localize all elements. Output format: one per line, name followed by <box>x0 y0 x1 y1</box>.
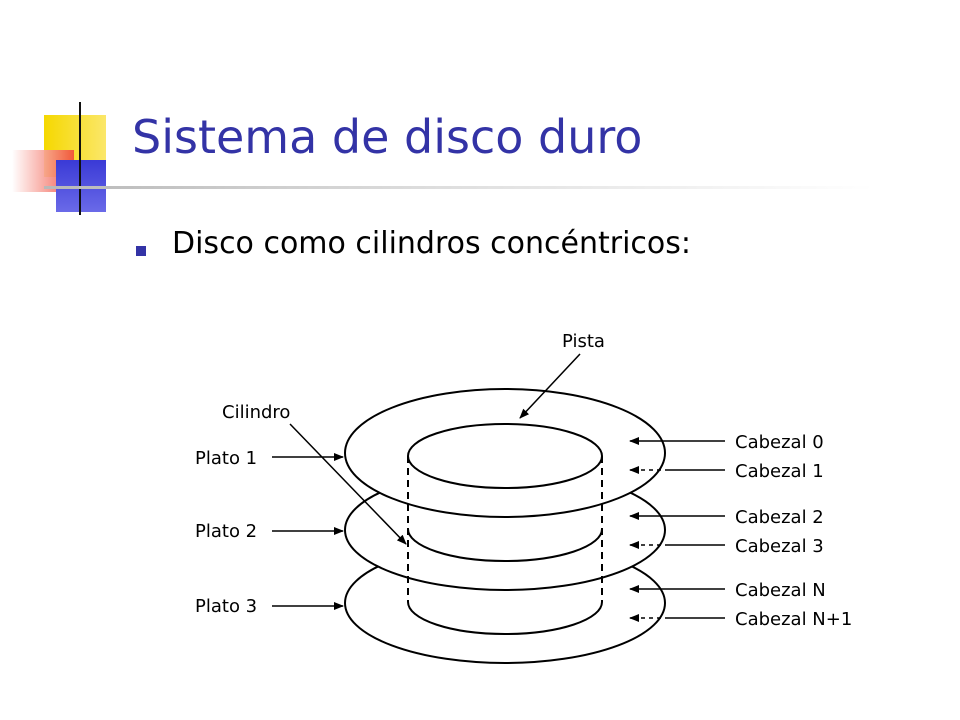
head-1-label: Cabezal 1 <box>735 461 824 482</box>
bullet-marker <box>136 246 146 256</box>
bullet-text: Disco como cilindros concéntricos: <box>172 226 692 261</box>
cilindro-label: Cilindro <box>222 402 290 423</box>
head-n-label: Cabezal N <box>735 580 826 601</box>
slide-logo <box>12 102 120 215</box>
head-3-label: Cabezal 3 <box>735 536 824 557</box>
plate-3-label: Plato 3 <box>195 596 257 617</box>
disk-cylinder-diagram: Pista Cilindro Plato 1 Plato 2 Plato 3 C… <box>195 331 852 664</box>
slide-title: Sistema de disco duro <box>132 110 643 164</box>
pista-arrow <box>519 353 581 419</box>
head-n1-label: Cabezal N+1 <box>735 609 852 630</box>
plate-1 <box>344 388 666 518</box>
head-0-label: Cabezal 0 <box>735 432 824 453</box>
title-divider <box>44 186 874 189</box>
plate-2-label: Plato 2 <box>195 521 257 542</box>
cilindro-arrow <box>289 423 407 545</box>
pista-label: Pista <box>562 331 605 352</box>
head-2-label: Cabezal 2 <box>735 507 824 528</box>
plate-1-label: Plato 1 <box>195 448 257 469</box>
